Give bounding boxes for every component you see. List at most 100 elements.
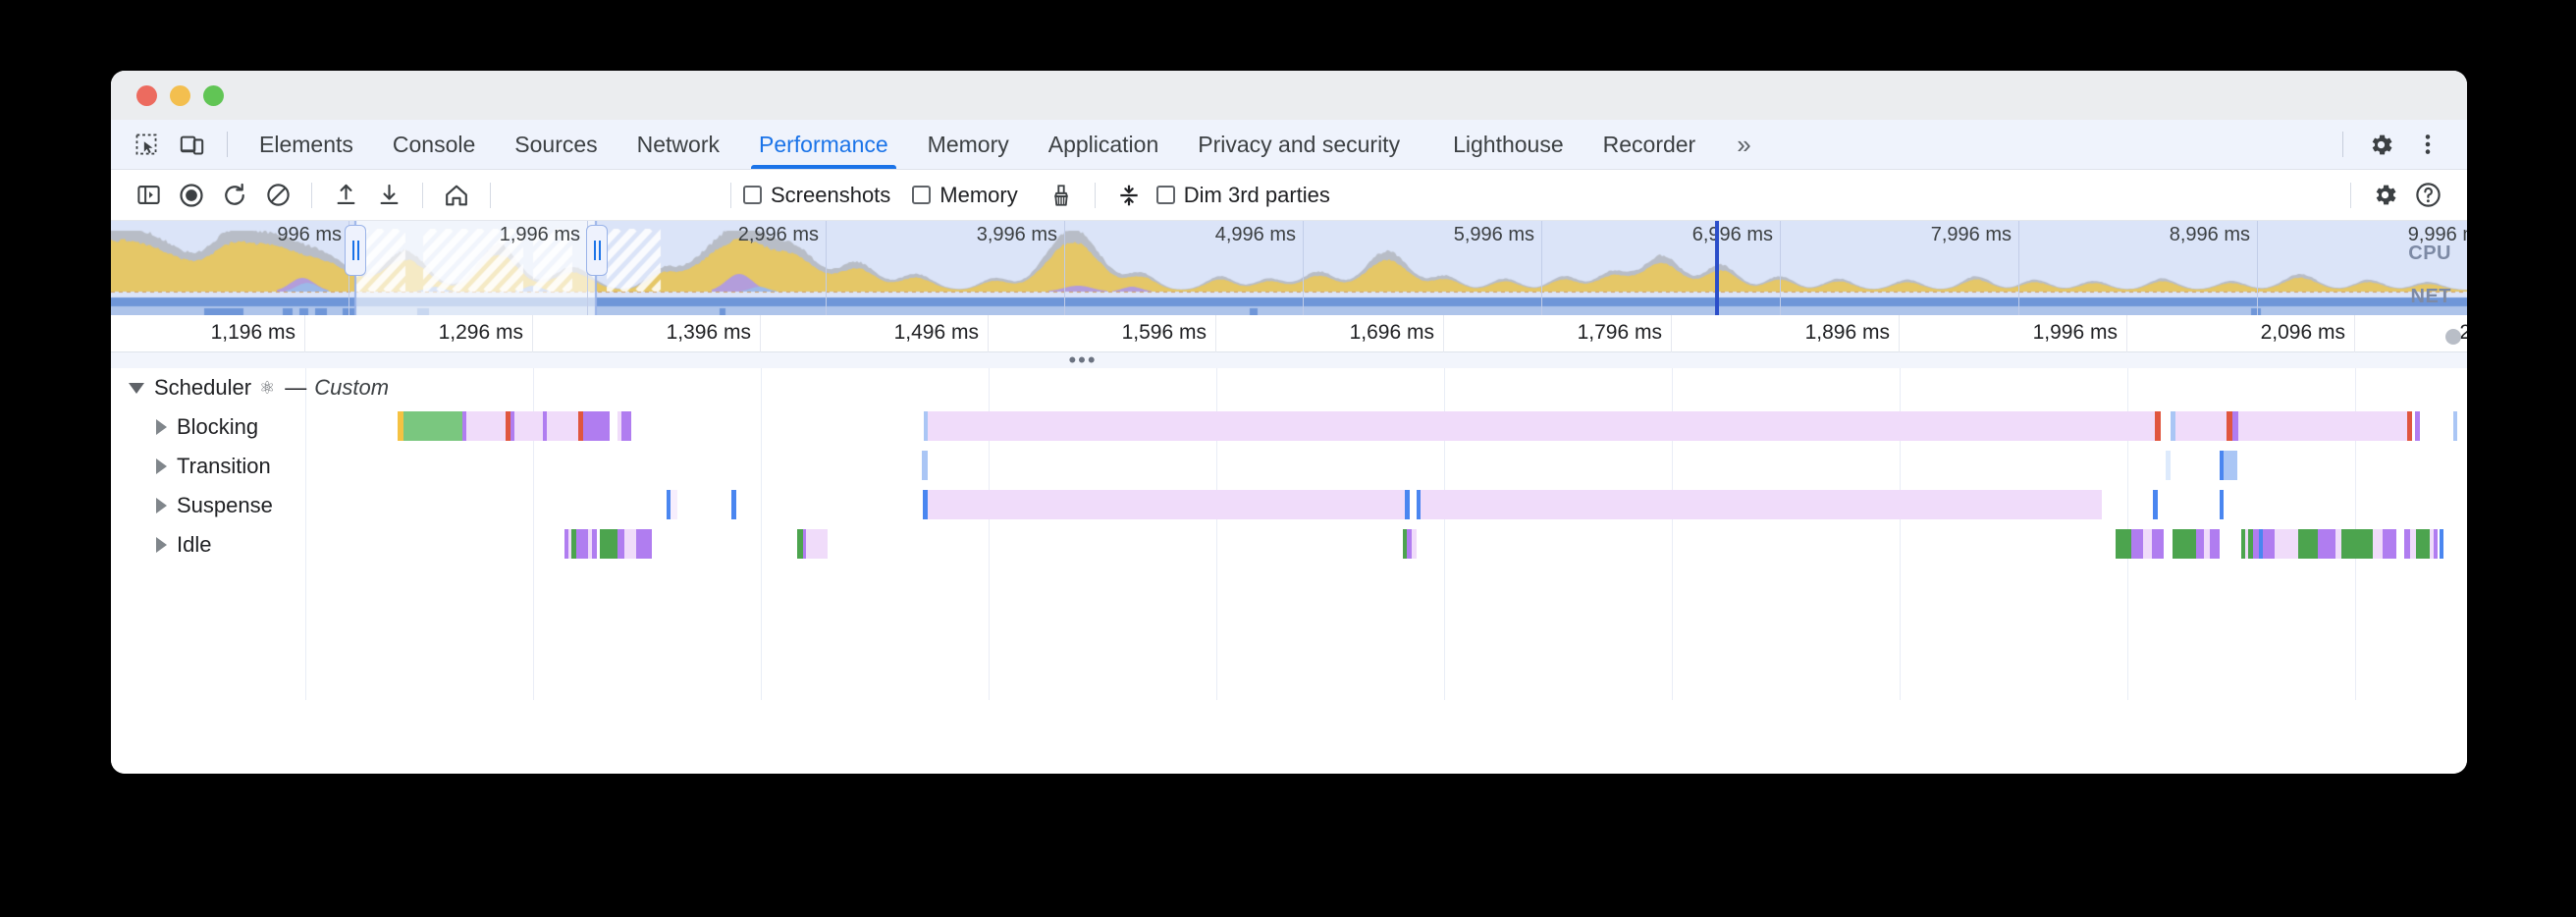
flamechart-segment[interactable] <box>2263 529 2275 559</box>
flamechart-segment[interactable] <box>2248 529 2253 559</box>
flamechart-segment[interactable] <box>2204 529 2210 559</box>
flamechart-segment[interactable] <box>600 529 617 559</box>
flamechart-segment[interactable] <box>617 529 624 559</box>
flamechart-segment[interactable] <box>2341 529 2373 559</box>
record-icon[interactable] <box>170 174 213 217</box>
flamechart-segment[interactable] <box>2152 529 2164 559</box>
flamechart-segment[interactable] <box>2253 529 2259 559</box>
clear-icon[interactable] <box>256 174 299 217</box>
flamechart-segment[interactable] <box>924 411 928 441</box>
flamechart-segment[interactable] <box>2298 529 2318 559</box>
track-row-blocking[interactable]: Blocking <box>111 407 2467 447</box>
chevron-right-icon[interactable] <box>156 458 167 474</box>
minimize-button[interactable] <box>170 84 190 106</box>
flamechart-segment[interactable] <box>621 411 631 441</box>
tab-sources[interactable]: Sources <box>495 120 617 169</box>
flamechart-segment[interactable] <box>398 411 403 441</box>
timeline-overview[interactable]: 996 ms 1,996 ms 2,996 ms 3,996 ms 4,996 … <box>111 221 2467 315</box>
flamechart-segment[interactable] <box>922 451 928 480</box>
chevron-down-icon[interactable] <box>129 382 144 394</box>
flamechart-segment[interactable] <box>610 411 617 441</box>
tab-privacy-and-security[interactable]: Privacy and security <box>1178 120 1420 169</box>
flamechart-segment[interactable] <box>1403 529 1407 559</box>
dim-3rd-parties-checkbox[interactable]: Dim 3rd parties <box>1155 183 1330 208</box>
flamechart-segment[interactable] <box>2416 529 2430 559</box>
flamechart-segment[interactable] <box>583 411 588 441</box>
tab-elements[interactable]: Elements <box>240 120 373 169</box>
flamechart-segment[interactable] <box>2318 529 2335 559</box>
track-row-idle[interactable]: Idle <box>111 525 2467 565</box>
flamechart-segment[interactable] <box>2238 411 2407 441</box>
flamechart-segment[interactable] <box>2241 529 2245 559</box>
flamechart-segment[interactable] <box>2220 451 2224 480</box>
flamechart-segment[interactable] <box>2404 529 2410 559</box>
tab-lighthouse[interactable]: Lighthouse <box>1433 120 1583 169</box>
flamechart-segment[interactable] <box>803 529 806 559</box>
flamechart-segment[interactable] <box>571 529 576 559</box>
flamechart-segment[interactable] <box>2153 490 2158 519</box>
toggle-sidebar-icon[interactable] <box>127 174 170 217</box>
flamechart-segment[interactable] <box>514 411 543 441</box>
flamechart-segment[interactable] <box>667 490 671 519</box>
tab-application[interactable]: Application <box>1029 120 1179 169</box>
selection-handle-left[interactable] <box>345 225 366 276</box>
flamechart-segment[interactable] <box>576 529 588 559</box>
chevron-right-icon[interactable] <box>156 537 167 553</box>
tab-performance[interactable]: Performance <box>739 120 908 169</box>
flamechart-segment[interactable] <box>624 529 636 559</box>
flamechart-segment[interactable] <box>671 490 677 519</box>
flamechart-segment[interactable] <box>1421 490 2102 519</box>
flamechart-segment[interactable] <box>462 411 466 441</box>
help-icon[interactable] <box>2406 174 2449 217</box>
group-title-scheduler[interactable]: Scheduler ⚛ — Custom <box>129 368 389 407</box>
flamechart-segment[interactable] <box>2131 529 2143 559</box>
track-row-transition[interactable]: Transition <box>111 447 2467 486</box>
flamechart-segment[interactable] <box>510 411 514 441</box>
vertical-scrollbar-thumb[interactable] <box>2445 329 2461 345</box>
flamechart-segment[interactable] <box>588 411 610 441</box>
flamechart-segment[interactable] <box>2275 529 2298 559</box>
flamechart-segment[interactable] <box>923 490 928 519</box>
flamechart-segment[interactable] <box>1405 490 1410 519</box>
flamechart-segment[interactable] <box>2383 529 2396 559</box>
flamechart-segment[interactable] <box>568 529 571 559</box>
flamechart-segment[interactable] <box>2224 451 2237 480</box>
tab-memory[interactable]: Memory <box>908 120 1029 169</box>
flamechart-segment[interactable] <box>543 411 547 441</box>
flamechart-segment[interactable] <box>2210 529 2220 559</box>
collapse-expand-icon[interactable] <box>1107 174 1151 217</box>
flamechart-segment[interactable] <box>636 529 652 559</box>
home-icon[interactable] <box>435 174 478 217</box>
flamechart-segment[interactable] <box>2440 529 2443 559</box>
selection-handle-right[interactable] <box>586 225 608 276</box>
flamechart-segment[interactable] <box>797 529 803 559</box>
flamechart-segment[interactable] <box>2116 529 2131 559</box>
flamechart-segment[interactable] <box>1417 490 1421 519</box>
flamechart-segment[interactable] <box>2453 411 2457 441</box>
maximize-button[interactable] <box>203 84 224 106</box>
track-label-idle[interactable]: Idle <box>156 525 211 565</box>
flamechart-segment[interactable] <box>466 411 506 441</box>
tab-console[interactable]: Console <box>373 120 495 169</box>
flamechart-segment[interactable] <box>2335 529 2341 559</box>
flamechart-segment[interactable] <box>2166 451 2171 480</box>
track-label-transition[interactable]: Transition <box>156 447 271 486</box>
flamechart-segment[interactable] <box>2430 529 2434 559</box>
flamechart-segment[interactable] <box>547 411 578 441</box>
device-toolbar-icon[interactable] <box>170 123 213 166</box>
flamechart-segment[interactable] <box>2415 411 2420 441</box>
flamechart-segment[interactable] <box>2434 529 2438 559</box>
download-profile-icon[interactable] <box>367 174 410 217</box>
reload-and-record-icon[interactable] <box>213 174 256 217</box>
flamechart-segment[interactable] <box>731 490 736 519</box>
close-button[interactable] <box>136 84 157 106</box>
flamechart-segment[interactable] <box>1407 529 1412 559</box>
capture-settings-gear-icon[interactable] <box>2363 174 2406 217</box>
track-row-suspense[interactable]: Suspense <box>111 486 2467 525</box>
flamechart-segment[interactable] <box>617 411 621 441</box>
flamechart-segment[interactable] <box>2245 529 2248 559</box>
chevron-right-icon[interactable] <box>156 419 167 435</box>
flamechart-segment[interactable] <box>588 529 592 559</box>
settings-gear-icon[interactable] <box>2359 123 2402 166</box>
tab-network[interactable]: Network <box>617 120 739 169</box>
